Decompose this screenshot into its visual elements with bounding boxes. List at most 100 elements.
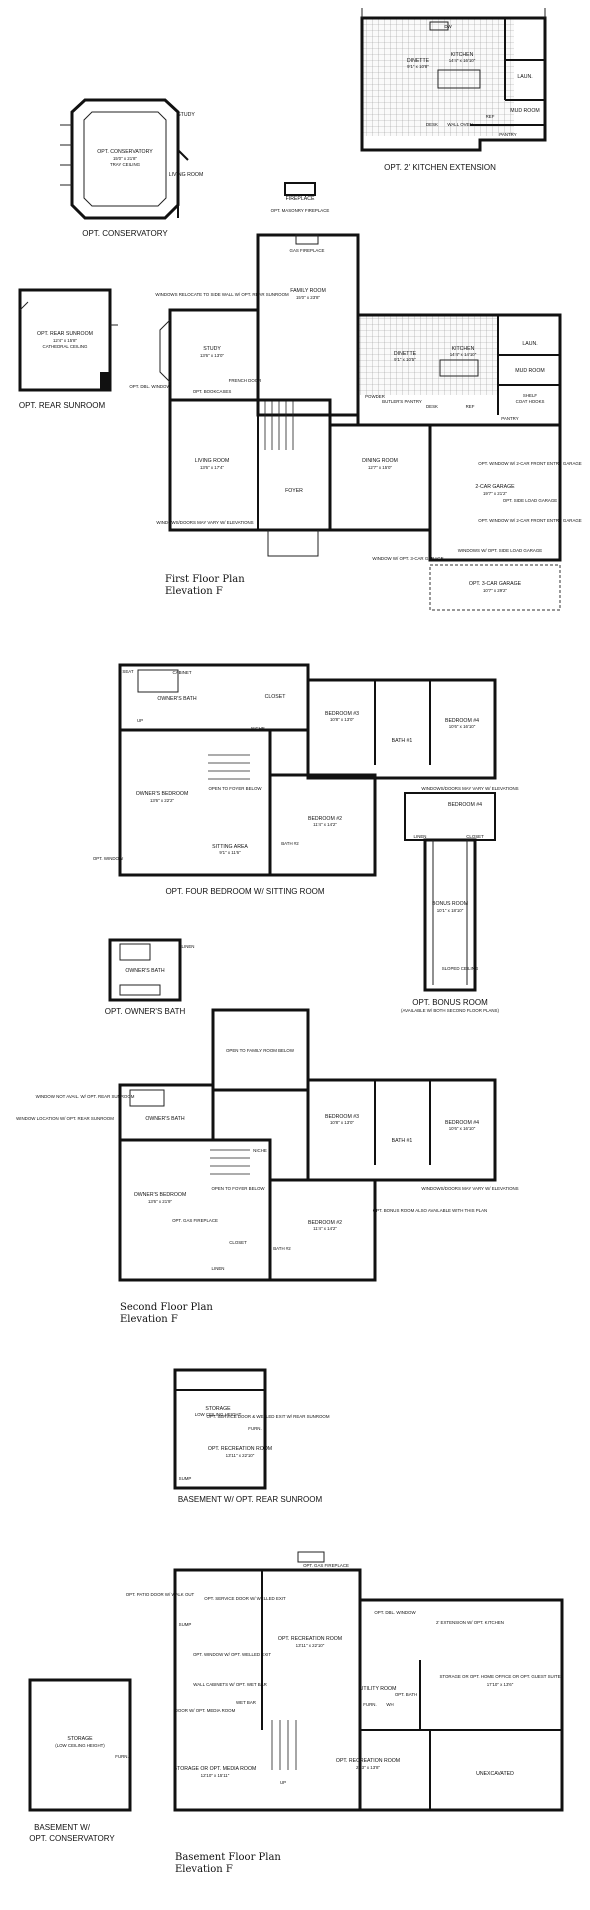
second-floor-owners-bath-label: OWNER'S BATH	[145, 1116, 184, 1122]
kitchen-ext-dinette-label: DINETTE	[407, 58, 430, 64]
kitchen-ext-caption: OPT. 2' KITCHEN EXTENSION	[384, 163, 496, 172]
four-bed-windows-note: WINDOWS/DOORS MAY VARY W/ ELEVATIONS	[421, 786, 518, 791]
basement-furn-label: FURN.	[363, 1702, 376, 1707]
bonus-room-dim: 10'1" x 18'10"	[437, 908, 464, 913]
basement-service-label: OPT. SERVICE DOOR W/ WELLED EXIT	[204, 1596, 286, 1601]
basement-unexcavated-label: UNEXCAVATED	[476, 1771, 514, 1777]
basement-sunroom-service-label: OPT. SERVICE DOOR & WELLED EXIT W/ REAR …	[206, 1414, 329, 1419]
basement-sunroom-sump-label: SUMP	[179, 1476, 192, 1481]
basement-conservatory-storage-label: STORAGE	[67, 1736, 93, 1742]
basement-patio-label: OPT. PATIO DOOR W/ WALK OUT	[126, 1592, 195, 1597]
first-floor-mud-room-label: MUD ROOM	[515, 368, 544, 374]
first-floor-foyer-label: FOYER	[285, 488, 303, 494]
first-floor-title: First Floor Plan	[165, 574, 245, 585]
basement-door-media-label: DOOR W/ OPT. MEDIA ROOM	[175, 1708, 236, 1713]
basement-sunroom-furn-label: FURN.	[248, 1426, 261, 1431]
first-floor-laundry-label: LAUN.	[522, 341, 537, 347]
second-floor-bedroom2-label: BEDROOM #2	[308, 1220, 342, 1226]
kitchen-ext-pantry-label: PANTRY	[499, 132, 516, 137]
four-bedroom-plan: SEAT CABINET OWNER'S BATH CLOSET UP NICH…	[93, 663, 519, 896]
second-floor-bedroom4-label: BEDROOM #4	[445, 1120, 479, 1126]
basement-sunroom-storage-label: STORAGE	[205, 1406, 231, 1412]
basement-title: Basement Floor Plan	[175, 1852, 281, 1863]
first-floor-ref-label: REF	[466, 404, 475, 409]
first-floor-plan: FIREPLACE OPT. MASONRY FIREPLACE GAS FIR…	[129, 182, 582, 611]
basement-wall-cab-label: WALL CABINETS W/ OPT. WET BAR	[193, 1682, 267, 1687]
first-floor-kitchen-dim: 14'4" x 14'10"	[450, 352, 477, 357]
basement-rec2-label: OPT. RECREATION ROOM	[336, 1758, 400, 1764]
first-floor-garage-label: 2-CAR GARAGE	[475, 484, 515, 490]
basement-home-office-label: STORAGE OR OPT. HOME OFFICE OR OPT. GUES…	[439, 1674, 560, 1679]
second-floor-gas-fireplace-label: OPT. GAS FIREPLACE	[172, 1218, 218, 1223]
bonus-note: (AVAILABLE W/ BOTH SECOND FLOOR PLANS)	[401, 1008, 499, 1013]
kitchen-ext-kitchen-dim: 14'4" x 16'10"	[449, 58, 476, 63]
conservatory-plan: OPT. CONSERVATORY 15'0" x 21'8" TRAY CEI…	[60, 98, 204, 238]
four-bed-sitting-area-label: SITTING AREA	[212, 844, 248, 850]
bonus-room-plan: BEDROOM #4 LINEN CLOSET BONUS ROOM 10'1"…	[401, 792, 499, 1013]
basement-sunroom-caption: BASEMENT W/ OPT. REAR SUNROOM	[178, 1495, 323, 1504]
bonus-bedroom4-label: BEDROOM #4	[448, 802, 482, 808]
first-floor-gas-fireplace-label: GAS FIREPLACE	[290, 248, 325, 253]
four-bed-bedroom3-dim: 10'8" x 13'0"	[330, 717, 355, 722]
four-bed-owners-bedroom-label: OWNER'S BEDROOM	[136, 791, 189, 797]
basement-sunroom-plan: STORAGE LOW CEILING HEIGHT OPT. SERVICE …	[173, 1368, 330, 1504]
first-floor-shelf-label: SHELF	[523, 393, 537, 398]
second-floor-bedroom2-dim: 11'4" x 14'2"	[313, 1226, 337, 1231]
bonus-caption: OPT. BONUS ROOM	[412, 998, 488, 1007]
basement-wet-bar-label: WET BAR	[236, 1700, 256, 1705]
first-floor-windows-note-2: WINDOWS W/ OPT. SIDE LOAD GARAGE	[458, 548, 542, 553]
kitchen-ext-dw-label: DW	[444, 24, 452, 29]
opt-owners-bath-label: OWNER'S BATH	[125, 968, 164, 974]
first-floor-dining-room-dim: 12'7" x 15'0"	[368, 465, 393, 470]
first-floor-french-door-label: FRENCH DOOR	[229, 378, 262, 383]
first-floor-3car-garage-dim: 10'7" x 29'2"	[483, 588, 508, 593]
first-floor-study-label: STUDY	[203, 346, 221, 352]
first-floor-windows-note-3: WINDOW W/ OPT. 3-CAR GARAGE	[372, 556, 443, 561]
bonus-linen-label: LINEN	[414, 834, 427, 839]
second-floor-windows-note: WINDOWS/DOORS MAY VARY W/ ELEVATIONS	[421, 1186, 518, 1191]
first-floor-desk-label: DESK	[426, 404, 438, 409]
four-bed-bath1-label: BATH #1	[392, 738, 413, 744]
opt-owners-bath-linen-label: LINEN	[182, 944, 195, 949]
basement-conservatory-furn-label: FURN.	[115, 1754, 128, 1759]
basement-elevation: Elevation F	[175, 1864, 233, 1875]
four-bed-cabinet-label: CABINET	[172, 670, 191, 675]
second-floor-bedroom3-label: BEDROOM #3	[325, 1114, 359, 1120]
rear-sunroom-caption: OPT. REAR SUNROOM	[19, 401, 106, 410]
conservatory-ceiling-label: TRAY CEILING	[110, 162, 141, 167]
second-floor-closet-label: CLOSET	[229, 1240, 247, 1245]
second-floor-elevation: Elevation F	[120, 1314, 178, 1325]
second-floor-linen-label: LINEN	[212, 1266, 225, 1271]
basement-gas-fireplace-label: OPT. GAS FIREPLACE	[303, 1563, 349, 1568]
conservatory-dim-label: 15'0" x 21'8"	[113, 156, 138, 161]
kitchen-ext-ref-label: REF	[486, 114, 495, 119]
second-floor-open-foyer-label: OPEN TO FOYER BELOW	[211, 1186, 265, 1191]
four-bed-opt-window-label: OPT. WINDOW	[93, 856, 124, 861]
rear-sunroom-dim-label: 12'4" x 15'8"	[53, 338, 78, 343]
rear-sunroom-name-label: OPT. REAR SUNROOM	[37, 331, 93, 337]
kitchen-extension-plan: DW DINETTE 9'1" x 10'8" KITCHEN 14'4" x …	[360, 8, 547, 172]
four-bed-open-foyer-label: OPEN TO FOYER BELOW	[208, 786, 262, 791]
first-floor-powder-label: POWDER	[365, 394, 385, 399]
first-floor-family-room-dim: 15'0" x 23'8"	[296, 295, 321, 300]
first-floor-masonry-label: OPT. MASONRY FIREPLACE	[271, 208, 330, 213]
first-floor-dbl-window-label: OPT. DBL. WINDOW	[129, 384, 171, 389]
bonus-closet-label: CLOSET	[466, 834, 484, 839]
first-floor-opt-window-b: OPT. WINDOW W/ 2-CAR FRONT ENTRY GARAGE	[478, 518, 582, 523]
kitchen-ext-laundry-label: LAUN.	[517, 74, 532, 80]
four-bed-owners-bedroom-dim: 13'6" x 22'2"	[150, 798, 175, 803]
conservatory-living-label: LIVING ROOM	[169, 172, 204, 178]
second-floor-niche-label: NICHE	[253, 1148, 267, 1153]
first-floor-living-room-dim: 13'6" x 17'4"	[200, 465, 225, 470]
basement-bath-label: OPT. BATH	[395, 1692, 417, 1697]
basement-utility-label: UTILITY ROOM	[360, 1686, 397, 1692]
kitchen-ext-wall-oven-label: WALL OVEN	[447, 122, 472, 127]
basement-conservatory-plan: STORAGE (LOW CEILING HEIGHT) FURN. BASEM…	[28, 1678, 132, 1843]
second-floor-bath1-label: BATH #1	[392, 1138, 413, 1144]
kitchen-ext-mud-room-label: MUD ROOM	[510, 108, 539, 114]
second-floor-bonus-note: OPT. BONUS ROOM ALSO AVAILABLE WITH THIS…	[373, 1208, 487, 1213]
basement-sunroom-rec-dim: 13'11" x 22'10"	[226, 1453, 255, 1458]
basement-sunroom-low-label: LOW CEILING HEIGHT	[195, 1412, 242, 1417]
basement-floor-plan: OPT. GAS FIREPLACE OPT. PATIO DOOR W/ WA…	[126, 1551, 564, 1875]
